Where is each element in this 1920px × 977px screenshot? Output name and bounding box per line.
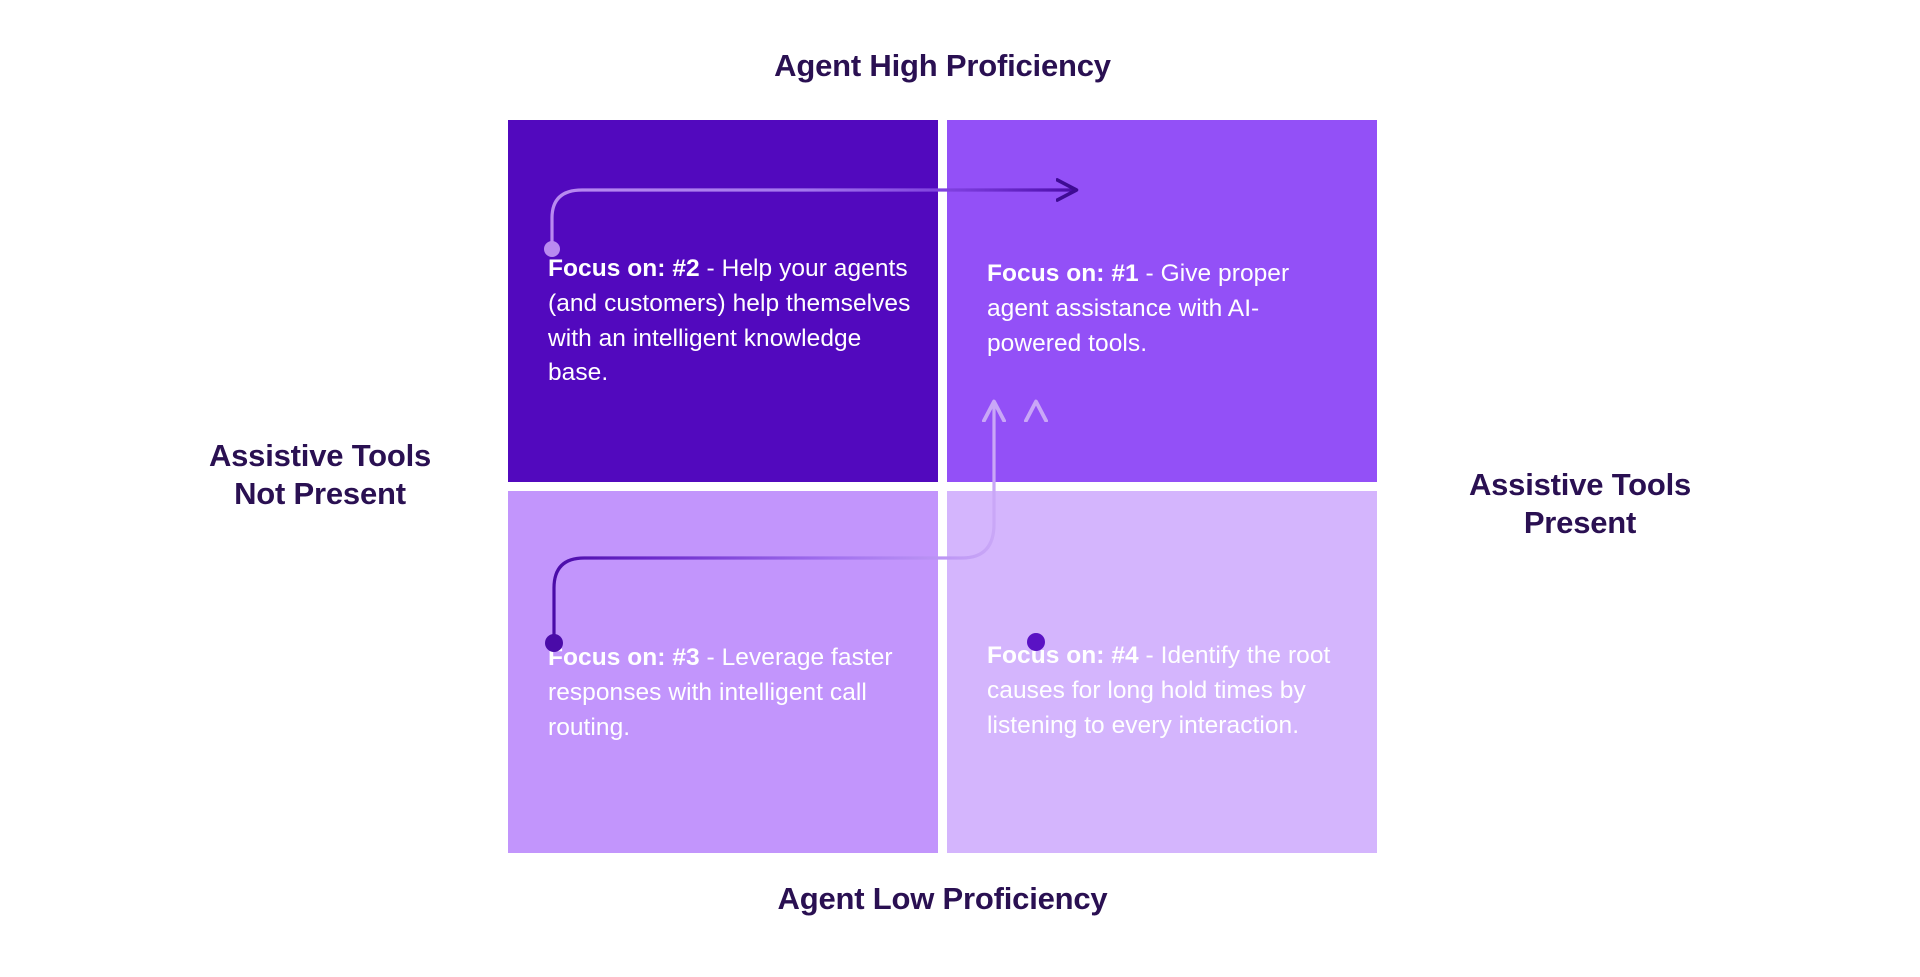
quadrant-top-right-lead: Focus on: #1	[987, 260, 1139, 287]
quadrant-top-left-text: Focus on: #2 - Help your agents (and cus…	[548, 252, 912, 391]
quadrant-top-left-lead: Focus on: #2	[548, 255, 700, 282]
axis-label-bottom: Agent Low Proficiency	[777, 881, 1108, 916]
quadrant-bottom-right-lead: Focus on: #4	[987, 642, 1139, 669]
quadrant-top-right-body: - Give proper agent assistance with AI-p…	[987, 260, 1290, 357]
matrix-grid: Focus on: #2 - Help your agents (and cus…	[508, 120, 1377, 855]
quadrant-bottom-right-text: Focus on: #4 - Identify the root causes …	[987, 639, 1355, 743]
quadrant-top-left[interactable]: Focus on: #2 - Help your agents (and cus…	[508, 120, 938, 482]
quadrant-top-right-text: Focus on: #1 - Give proper agent assista…	[987, 257, 1349, 361]
quadrant-bottom-right-body: - Identify the root causes for long hold…	[987, 642, 1331, 739]
quadrant-bottom-left-lead: Focus on: #3	[548, 644, 700, 671]
quadrant-top-right[interactable]: Focus on: #1 - Give proper agent assista…	[947, 120, 1377, 482]
quadrant-bottom-left[interactable]: Focus on: #3 - Leverage faster responses…	[508, 491, 938, 853]
quadrant-top-left-body: - Help your agents (and customers) help …	[548, 255, 911, 387]
axis-label-right: Assistive Tools Present	[1468, 467, 1692, 540]
quadrant-bottom-right[interactable]: Focus on: #4 - Identify the root causes …	[947, 491, 1377, 853]
quadrant-bottom-left-body: - Leverage faster responses with intelli…	[548, 644, 893, 741]
axis-label-left: Assistive Tools Not Present	[208, 438, 432, 511]
quadrant-bottom-left-text: Focus on: #3 - Leverage faster responses…	[548, 641, 916, 745]
axis-label-top: Agent High Proficiency	[774, 48, 1111, 83]
